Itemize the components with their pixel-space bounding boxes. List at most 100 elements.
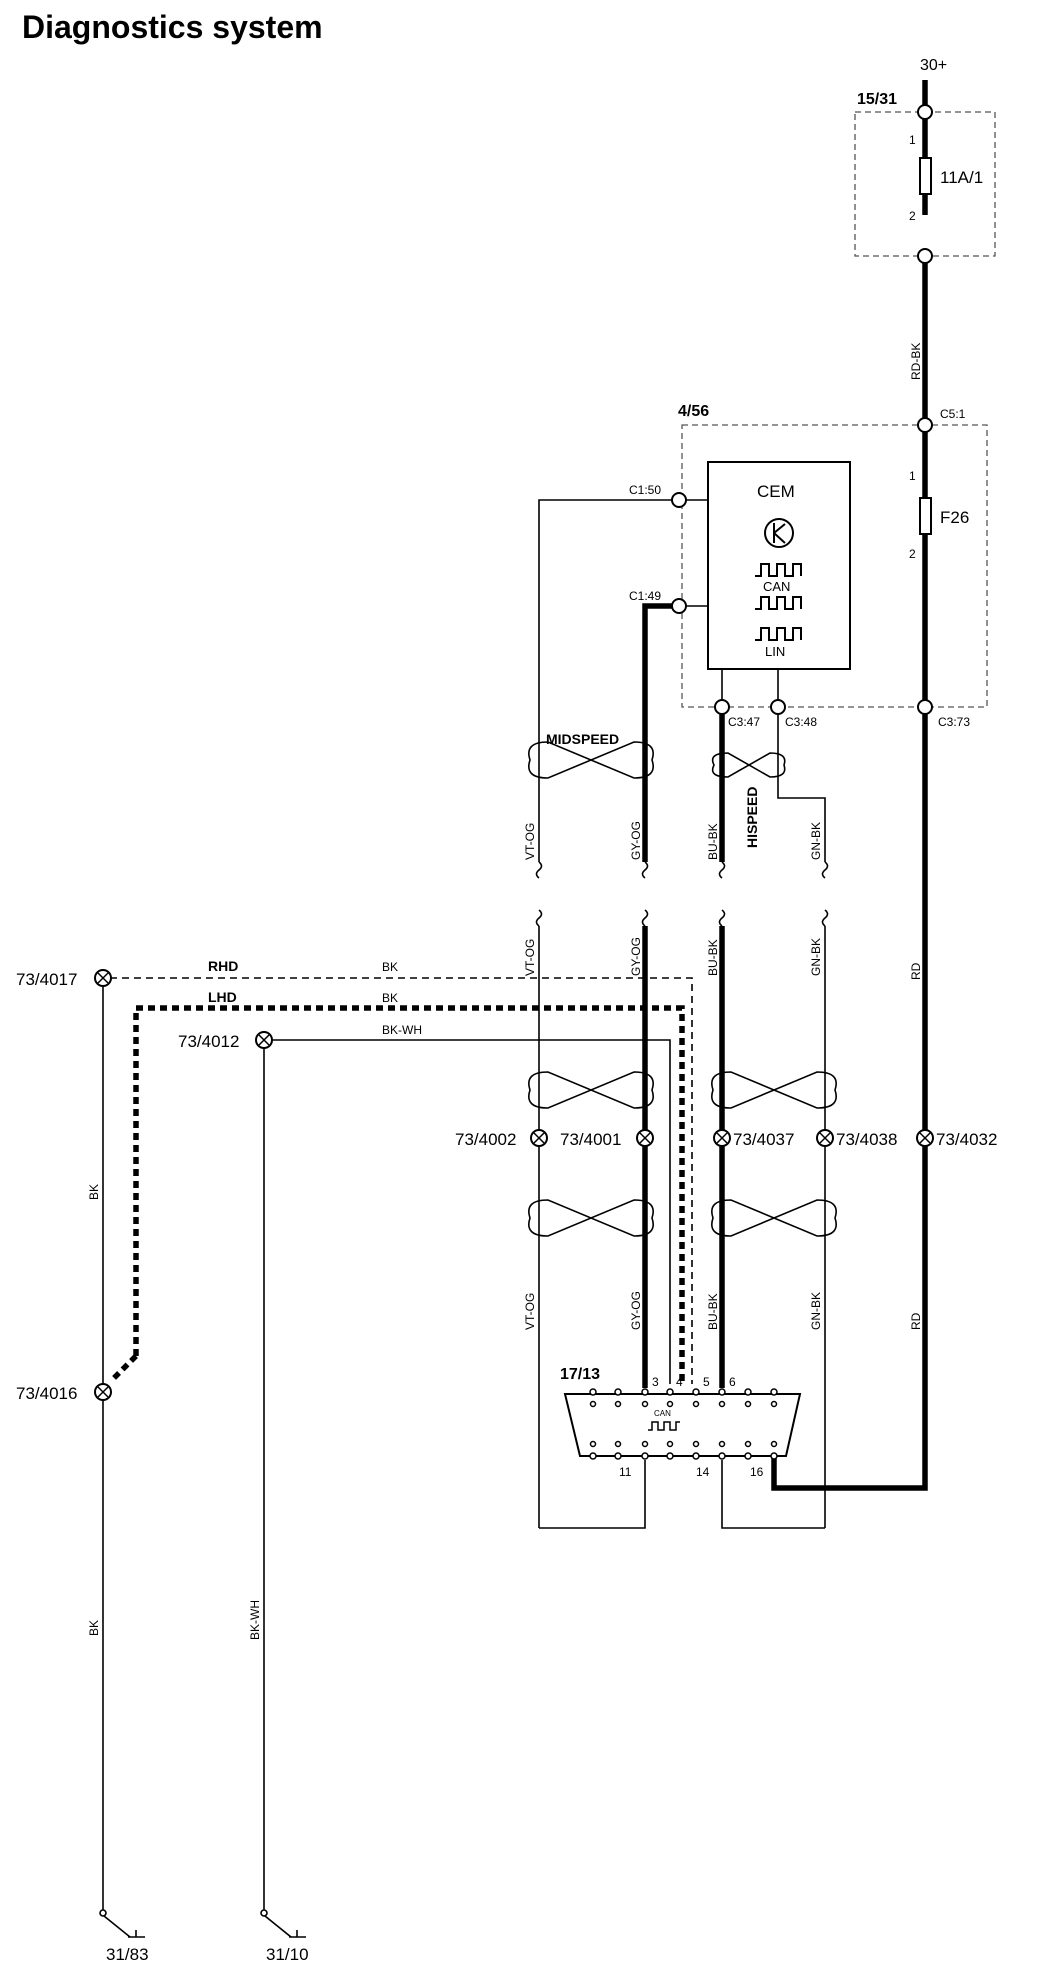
wire-lhd-bk-link xyxy=(110,1354,138,1382)
wire-gy-og-upper xyxy=(642,603,672,862)
wire-bk-left-label-2: BK xyxy=(87,1620,101,1636)
dlc-id: 17/13 xyxy=(560,1366,600,1383)
wire-gn-bk-label-2: GN-BK xyxy=(809,938,823,976)
fuse-box-node-bottom xyxy=(917,248,933,264)
fuse-11a-1-label: 11A/1 xyxy=(940,168,983,187)
wire-break-gy-og-upper xyxy=(641,861,649,879)
ground-ref-31-10: 31/10 xyxy=(266,1945,309,1964)
fuse-f26-icon xyxy=(919,497,932,535)
wire-break-bu-bk-lower xyxy=(718,909,726,927)
page-title: Diagnostics system xyxy=(22,9,323,45)
can-waveform-2-icon xyxy=(755,596,802,610)
splice-73-4001-label: 73/4001 xyxy=(560,1130,621,1149)
splice-73-4002-icon xyxy=(530,1129,548,1147)
wire-gy-og-label-1: GY-OG xyxy=(629,821,643,860)
wire-rd-label-2: RD xyxy=(909,1312,923,1330)
dlc-can-label: CAN xyxy=(654,1409,671,1418)
cem-name: CEM xyxy=(757,482,795,501)
wire-vt-og-label-3: VT-OG xyxy=(523,1293,537,1330)
twist-midspeed xyxy=(528,741,654,779)
ground-ref-31-83: 31/83 xyxy=(106,1945,149,1964)
dlc-connector-body xyxy=(563,1393,802,1457)
wire-gn-bk-loop xyxy=(721,1460,825,1529)
connector-c1-49 xyxy=(671,598,687,614)
cem-lin-label: LIN xyxy=(765,644,785,659)
hispeed-label: HISPEED xyxy=(744,787,760,848)
wire-vt-og-label-1: VT-OG xyxy=(523,823,537,860)
wire-rd-lower xyxy=(771,1124,928,1491)
dlc-pin-14: 14 xyxy=(696,1465,710,1479)
splice-73-4037-label: 73/4037 xyxy=(733,1130,794,1149)
wire-rhd-bk-label: BK xyxy=(382,960,398,974)
twist-lower-2 xyxy=(528,1199,837,1237)
connector-c3-73 xyxy=(917,699,933,715)
wire-bu-bk-label-1: BU-BK xyxy=(706,823,720,860)
supply-label: 30+ xyxy=(920,57,947,74)
can-waveform-1-icon xyxy=(755,563,802,577)
wire-vt-og-label-2: VT-OG xyxy=(523,939,537,976)
wire-rd-label-1: RD xyxy=(909,962,923,980)
connector-c3-47 xyxy=(714,699,730,715)
wire-bu-bk-label-2: BU-BK xyxy=(706,939,720,976)
wire-bk-left-label-1: BK xyxy=(87,1184,101,1200)
wire-rd-bk-label: RD-BK xyxy=(909,343,923,380)
connector-c3-47-label: C3:47 xyxy=(728,715,760,729)
ground-73-4016-label: 73/4016 xyxy=(16,1384,77,1403)
ground-73-4017-icon xyxy=(94,969,112,987)
cem-fuse-pin2: 2 xyxy=(909,547,916,561)
dlc-pin-3: 3 xyxy=(652,1375,659,1389)
ground-switch-31-83-icon xyxy=(99,1909,145,1938)
wire-gy-og-label-2: GY-OG xyxy=(629,937,643,976)
wire-gn-bk-label-1: GN-BK xyxy=(809,822,823,860)
wire-break-gy-og-lower xyxy=(641,909,649,927)
fuse-box-id: 15/31 xyxy=(857,91,897,108)
fuse-box-pin1: 1 xyxy=(909,133,916,147)
connector-c1-50-label: C1:50 xyxy=(629,483,661,497)
dlc-can-waveform-icon xyxy=(648,1421,680,1431)
wire-rhd-bk xyxy=(110,977,693,1384)
wire-vt-og-loop xyxy=(539,1460,646,1529)
fuse-box-pin2: 2 xyxy=(909,209,916,223)
wire-gn-bk-upper xyxy=(777,714,826,862)
cem-id: 4/56 xyxy=(678,403,709,420)
ground-73-4017-label: 73/4017 xyxy=(16,970,77,989)
fuse-f26-label: F26 xyxy=(940,508,969,527)
fuse-box-node-top xyxy=(917,104,933,120)
twist-lower-1 xyxy=(528,1071,837,1109)
dlc-pin-11: 11 xyxy=(619,1465,632,1479)
cem-can-label: CAN xyxy=(763,579,790,594)
connector-c3-48 xyxy=(770,699,786,715)
lin-waveform-icon xyxy=(755,627,802,641)
wire-lhd-bk-label: BK xyxy=(382,991,398,1005)
connector-c5-1-label: C5:1 xyxy=(940,407,966,421)
connector-c1-49-label: C1:49 xyxy=(629,589,661,603)
ground-switch-31-10-icon xyxy=(260,1909,306,1938)
cem-unit xyxy=(707,461,851,670)
wire-break-vt-og-lower xyxy=(535,909,543,927)
dlc-pin-5: 5 xyxy=(703,1375,710,1389)
dlc-pin-16: 16 xyxy=(750,1465,764,1479)
twist-hispeed xyxy=(711,752,786,778)
splice-73-4037-icon xyxy=(713,1129,731,1147)
wire-break-gn-bk-lower xyxy=(821,909,829,927)
dlc-pin-6: 6 xyxy=(729,1375,736,1389)
splice-73-4002-label: 73/4002 xyxy=(455,1130,516,1149)
rhd-label: RHD xyxy=(208,958,238,974)
dlc-pin-4: 4 xyxy=(676,1375,683,1389)
wire-lhd-bk xyxy=(133,1005,685,1384)
lhd-label: LHD xyxy=(208,989,237,1005)
dlc-top-pins xyxy=(589,1388,778,1408)
wire-break-gn-bk-upper xyxy=(821,861,829,879)
connector-c5-1 xyxy=(917,417,933,433)
wire-vt-og-upper xyxy=(538,499,672,862)
wire-bk-wh-label-2: BK-WH xyxy=(248,1600,262,1640)
wire-break-bu-bk-upper xyxy=(718,861,726,879)
splice-73-4038-icon xyxy=(816,1129,834,1147)
ground-73-4016-icon xyxy=(94,1383,112,1401)
splice-73-4038-label: 73/4038 xyxy=(836,1130,897,1149)
cem-module-box xyxy=(681,424,988,708)
wire-break-vt-og-upper xyxy=(535,861,543,879)
fuse-11a-1-icon xyxy=(919,157,932,195)
wire-bk-wh-top xyxy=(272,1039,671,1384)
